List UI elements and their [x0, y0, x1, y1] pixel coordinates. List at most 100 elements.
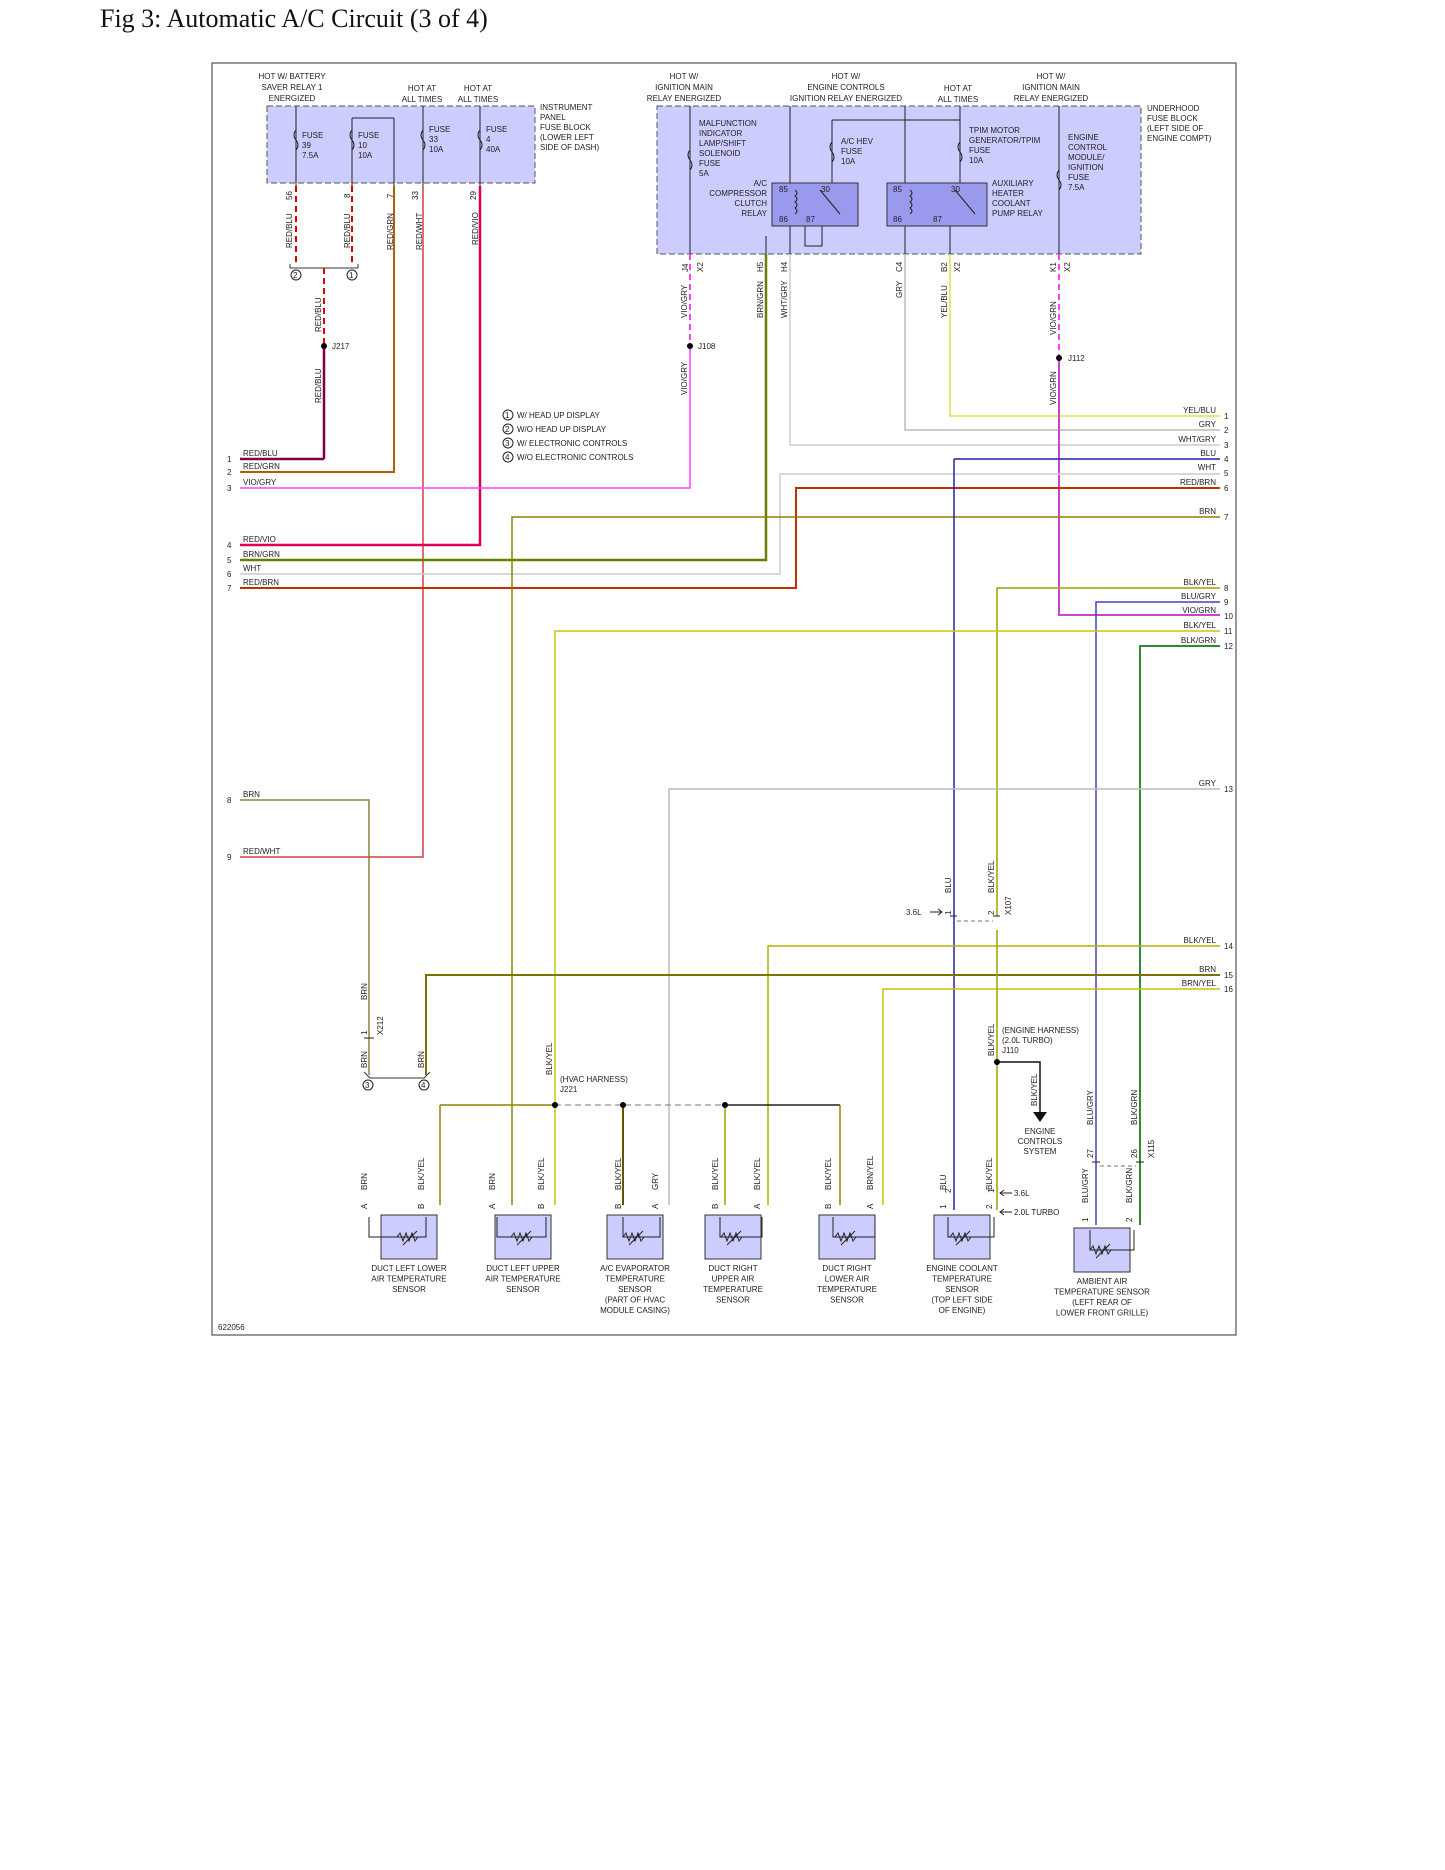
label-line: FUSE	[302, 131, 323, 140]
wire-label: BLU/GRY	[1181, 592, 1217, 601]
sensor-name-line: (TOP LEFT SIDE	[931, 1296, 992, 1305]
svg-text:1: 1	[349, 271, 354, 280]
sensor-name-line: LOWER AIR	[825, 1275, 870, 1284]
pin-label: B	[824, 1204, 833, 1209]
relay-pin: 85	[779, 185, 788, 194]
label-line: SOLENOID	[699, 149, 741, 158]
wire-label: BLK/GRN	[1181, 636, 1216, 645]
label-line: UNDERHOOD	[1147, 104, 1200, 113]
thermistor-icon	[622, 1231, 645, 1243]
label-line: 4	[486, 135, 491, 144]
label-line: (LOWER LEFT	[540, 133, 594, 142]
x115-connector: BLU/GRY BLK/GRN 27 26 X115	[1086, 1089, 1156, 1167]
splice-label: J112	[1068, 354, 1085, 363]
thermistor-icon	[396, 1231, 419, 1243]
label-line: FUSE	[1068, 173, 1089, 182]
pin-number: 11	[1224, 627, 1233, 636]
wire-label: BRN/YEL	[866, 1155, 875, 1190]
wire-label: BRN	[360, 1051, 369, 1068]
label-line: MALFUNCTION	[699, 119, 757, 128]
wire-label: BLK/YEL	[1184, 936, 1217, 945]
pin-label: X2	[953, 262, 962, 272]
wire-label: YEL/BLU	[940, 285, 949, 318]
label-line: PANEL	[540, 113, 566, 122]
sensor-name-line: DUCT RIGHT	[708, 1264, 757, 1273]
wire-label: BLK/YEL	[417, 1157, 426, 1190]
sensor-name-line: TEMPERATURE	[932, 1275, 992, 1284]
pin-label: A	[753, 1203, 762, 1209]
wire-label: YEL/BLU	[1183, 406, 1216, 415]
sensor-name-line: OF ENGINE)	[939, 1306, 986, 1315]
pin-label: 2	[987, 910, 996, 915]
ect-variant-labels: 3.6L 2.0L TURBO 2 1	[944, 1188, 1059, 1217]
power-label-line: ALL TIMES	[938, 95, 978, 104]
label-line: 10A	[969, 156, 984, 165]
label-line: COOLANT	[992, 199, 1031, 208]
thermistor-icon	[834, 1231, 857, 1243]
wire-label: VIO/GRN	[1049, 301, 1058, 335]
wire-label: WHT/GRY	[780, 280, 789, 318]
label-line: J221	[560, 1085, 578, 1094]
wire-label: BRN	[1199, 507, 1216, 516]
wire-label: VIO/GRY	[243, 478, 277, 487]
label-line: (HVAC HARNESS)	[560, 1075, 628, 1084]
label-line: 33	[429, 135, 438, 144]
sensor-terminals	[832, 1217, 876, 1238]
label-line: 7.5A	[302, 151, 319, 160]
wire-label: BRN	[488, 1173, 497, 1190]
wire-label: BRN	[360, 983, 369, 1000]
uh-wires: J108 VIO/GRY VIO/GRY BRN/GRN WHT/GRY GRY…	[240, 254, 1220, 616]
splice-label: J108	[698, 342, 716, 351]
svg-text:W/ HEAD UP DISPLAY: W/ HEAD UP DISPLAY	[517, 411, 601, 420]
pin-label: B	[614, 1204, 623, 1209]
engine-variant-label: 2.0L TURBO	[1014, 1208, 1059, 1217]
pin-number: 9	[227, 853, 232, 862]
sensor-name-line: MODULE CASING)	[600, 1306, 670, 1315]
wire-label: BLK/YEL	[987, 860, 996, 893]
wire-label: BLK/YEL	[987, 1023, 996, 1056]
thermistor-icon	[510, 1231, 533, 1243]
wire-label: BLK/YEL	[545, 1042, 554, 1075]
arrow-down-icon	[1033, 1112, 1047, 1122]
label-line: FUSE	[429, 125, 450, 134]
wire-label: BLK/YEL	[1184, 578, 1217, 587]
wire-label: BLK/GRN	[1130, 1090, 1139, 1125]
right-pin: 16 BRN/YEL	[1182, 979, 1234, 994]
relay-pin: 85	[893, 185, 902, 194]
label-line: (2.0L TURBO)	[1002, 1036, 1053, 1045]
fuse-icon	[477, 129, 483, 151]
wire-label: WHT	[1198, 463, 1216, 472]
pin-label: A	[866, 1203, 875, 1209]
j221-splice: (HVAC HARNESS)J221 BLK/YEL	[439, 1042, 841, 1205]
wire-label: RED/VIO	[243, 535, 276, 544]
sensor-name-line: TEMPERATURE	[817, 1285, 877, 1294]
pin-label: 1	[360, 1030, 369, 1035]
svg-text:W/O HEAD UP DISPLAY: W/O HEAD UP DISPLAY	[517, 425, 607, 434]
relay-pin: 87	[933, 215, 942, 224]
wire-label: BRN/YEL	[1182, 979, 1217, 988]
thermistor-slash	[955, 1230, 971, 1246]
pin-number: 16	[1224, 985, 1233, 994]
pin-number: 9	[1224, 598, 1229, 607]
label-line: MODULE/	[1068, 153, 1105, 162]
wire-label: RED/BRN	[1180, 478, 1216, 487]
wire-label: BLU	[944, 877, 953, 893]
pin-label: 1	[1081, 1217, 1090, 1222]
power-label-line: HOT W/	[1037, 72, 1067, 81]
